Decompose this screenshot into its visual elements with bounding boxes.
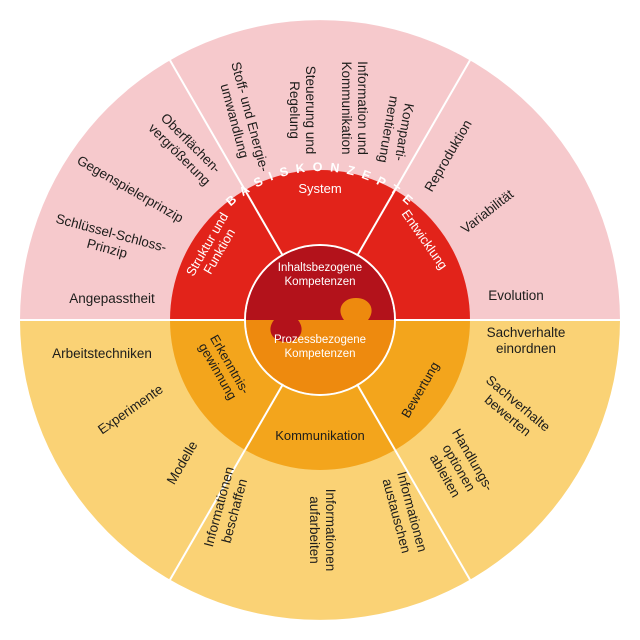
outer-label-evolution-text: Evolution [488, 288, 544, 303]
outer-label-information-kommunikation: Information undKommunikation [339, 61, 370, 155]
core-circle-outline [244, 244, 396, 396]
label-line: Kommunikation [275, 428, 365, 443]
outer-label-angepasstheit-text: Angepasstheit [69, 291, 155, 306]
outer-label-angepasstheit: Angepasstheit [69, 291, 155, 306]
label-line: Informationen [323, 489, 338, 572]
label-line: aufarbeiten [307, 496, 322, 564]
mid-label-kommunikation: Kommunikation [275, 428, 365, 443]
puzzle-knob-top [270, 320, 302, 342]
label-line: Arbeitstechniken [52, 346, 152, 361]
mid-label-kommunikation-text: Kommunikation [275, 428, 365, 443]
outer-label-arbeitstechniken-text: Arbeitstechniken [52, 346, 152, 361]
label-line: Regelung [287, 81, 302, 139]
outer-label-steuerung-regelung: Steuerung undRegelung [287, 66, 318, 155]
outer-label-arbeitstechniken: Arbeitstechniken [52, 346, 152, 361]
mid-label-system-text: System [298, 181, 341, 196]
label-line: Information und [355, 61, 370, 155]
outer-label-informationen-aufarbeiten-text: Informationenaufarbeiten [307, 489, 338, 572]
label-line: einordnen [496, 341, 556, 356]
label-line: Steuerung und [303, 66, 318, 155]
label-line: Sachverhalte [487, 325, 566, 340]
label-line: Angepasstheit [69, 291, 155, 306]
outer-label-steuerung-regelung-text: Steuerung undRegelung [287, 66, 318, 155]
outer-label-informationen-aufarbeiten: Informationenaufarbeiten [307, 489, 338, 572]
label-line: System [298, 181, 341, 196]
label-line: Prozessbezogene [274, 334, 366, 346]
mid-label-system: System [298, 181, 341, 196]
label-line: Kommunikation [339, 61, 354, 154]
label-line: Inhaltsbezogene [278, 262, 362, 274]
puzzle-knob-bottom [340, 298, 372, 320]
outer-label-evolution: Evolution [488, 288, 544, 303]
label-line: Kompetenzen [285, 348, 356, 360]
label-line: Kompetenzen [285, 276, 356, 288]
label-line: Evolution [488, 288, 544, 303]
outer-label-information-kommunikation-text: Information undKommunikation [339, 61, 370, 155]
